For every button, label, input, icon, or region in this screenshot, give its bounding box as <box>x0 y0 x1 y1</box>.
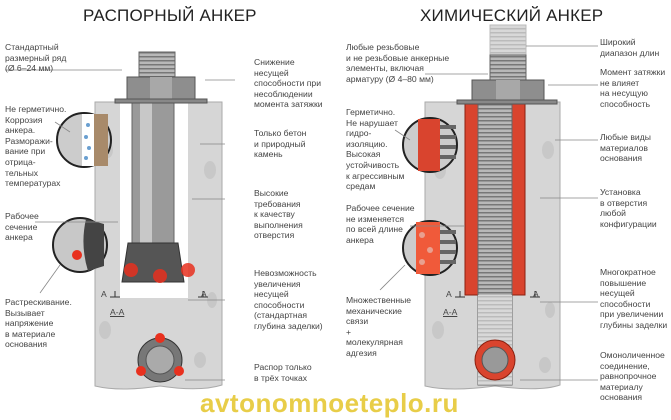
label-not-sealed: Не герметично. Коррозия анкера. Размораж… <box>5 104 67 189</box>
label-depth: Многократное повышение несущей способнос… <box>600 267 668 330</box>
title-chemical-anchor: ХИМИЧЕСКИЙ АНКЕР <box>420 6 604 25</box>
title-expansion-anchor: РАСПОРНЫЙ АНКЕР <box>83 6 257 25</box>
label-constant-section: Рабочее сечение не изменяется по всей дл… <box>346 203 415 245</box>
bolt-thread <box>138 51 176 78</box>
label-torque-chemical: Момент затяжки не влияет на несущую спос… <box>600 67 666 109</box>
label-any-materials: Любые виды материалов основания <box>600 132 651 164</box>
label-working-section: Рабочее сечение анкера <box>5 211 39 243</box>
label-no-increase: Невозможность увеличения несущей способн… <box>254 268 323 331</box>
expansion-anchor-drawing <box>5 51 235 390</box>
rod-extension <box>489 24 527 56</box>
label-concrete-only: Только бетон и природный камень <box>254 128 307 160</box>
label-any-holes: Установка в отверстия любой конфигурации <box>600 187 657 229</box>
label-sealed: Герметично. Не нарушает гидро- изоляцию.… <box>346 107 405 192</box>
label-torque-expansion: Снижение несущей способности при несоблю… <box>254 57 323 110</box>
label-hole-quality: Высокие требования к качеству выполнения… <box>254 188 303 241</box>
section-mark-left: А <box>101 289 107 299</box>
anchor-sleeve <box>131 102 175 244</box>
section-mark-left: А <box>446 289 452 299</box>
washer <box>456 99 558 105</box>
label-monolithic: Омоноличенное соединение, равнопрочное м… <box>600 350 665 403</box>
chemical-anchor-drawing <box>379 24 598 390</box>
stress-point <box>124 263 138 277</box>
label-size-range: Стандартный размерный ряд (Ø 6–24 мм) <box>5 42 67 74</box>
section-mark-right: А <box>201 289 207 299</box>
section-label: А-А <box>443 307 458 317</box>
label-bonds: Множественные механические связи + молек… <box>346 295 412 358</box>
rod-thread <box>489 54 527 81</box>
section-label: А-А <box>110 307 125 317</box>
label-cracking: Растрескивание. Вызывает напряжение в ма… <box>5 297 72 350</box>
label-any-elements: Любые резьбовые и не резьбовые анкерные … <box>346 42 450 84</box>
stress-point <box>181 263 195 277</box>
section-mark-right: А <box>533 289 539 299</box>
washer <box>114 98 208 104</box>
label-lengths: Широкий диапазон длин <box>600 37 660 58</box>
label-three-points: Распор только в трёх точках <box>254 362 312 383</box>
stress-point <box>153 269 167 283</box>
watermark: avtonomnoeteplo.ru <box>200 388 459 418</box>
